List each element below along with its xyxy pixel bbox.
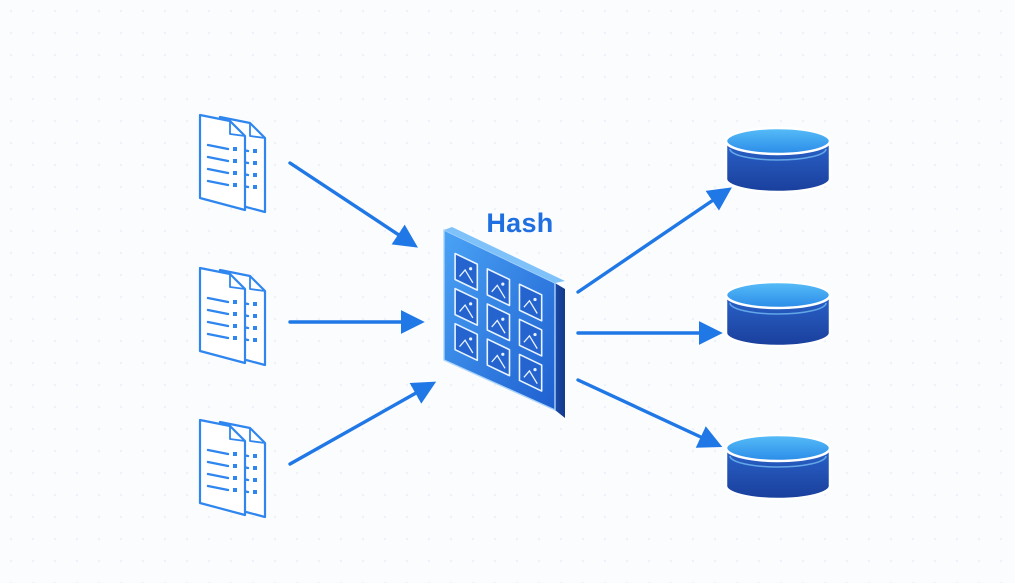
edges [288,161,732,466]
hash-panel-side [555,283,565,418]
document-stack-icon [198,113,267,214]
image-tile-icon [518,283,543,322]
input-documents [198,113,267,519]
image-tile-icon [518,318,543,357]
database-icon [724,433,832,501]
arrow-hash-to-db-1 [576,187,732,294]
image-tile-icon [454,322,479,362]
image-tile-icon [518,353,543,392]
database-icon [724,280,832,348]
document-stack-icon [198,418,267,519]
image-tile-icon [454,252,479,291]
image-tile-icon [454,287,479,327]
output-databases [724,126,832,501]
image-tile-icon [486,268,511,307]
arrow-input-1-to-hash [288,161,418,248]
hash-function-panel [443,227,565,418]
image-tile-icon [486,303,511,342]
arrow-input-3-to-hash [288,381,437,466]
image-tile-icon [486,338,511,377]
document-stack-icon [198,266,267,367]
arrow-hash-to-db-3 [576,378,723,448]
database-icon [724,126,832,194]
hash-label: Hash [486,208,554,238]
hash-panel-top [444,227,565,283]
